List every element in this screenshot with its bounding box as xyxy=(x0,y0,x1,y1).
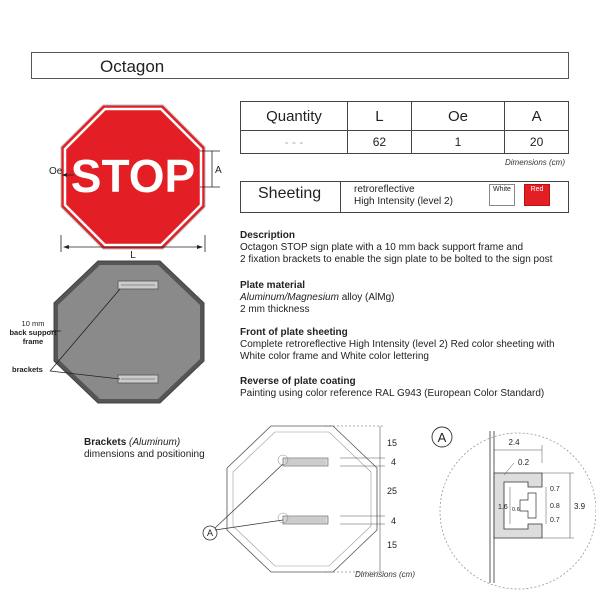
brackets-diagram: 15 4 25 4 15 A xyxy=(202,425,397,573)
material-title: Plate material xyxy=(240,280,306,291)
dim-2-4: 2.4 xyxy=(508,438,520,447)
frame-label-3: frame xyxy=(23,337,43,346)
material-italic: Aluminum/Magnesium xyxy=(240,292,339,303)
back-view-diagram: 10 mm back support frame brackets xyxy=(9,260,205,404)
qty-header-oe: Oe xyxy=(410,101,506,131)
brackets-title: Brackets (Aluminum) xyxy=(84,437,180,448)
material-rest: alloy (AlMg) xyxy=(338,292,395,303)
qty-header-a: A xyxy=(504,101,569,131)
swatch-red: Red xyxy=(524,184,550,206)
detail-callout-circle xyxy=(431,426,453,448)
frame-label-1: 10 mm xyxy=(22,319,45,328)
l-label: L xyxy=(130,250,136,261)
callout-a-circle xyxy=(202,525,218,541)
dim-3-9: 3.9 xyxy=(574,502,586,511)
reverse-line1: Painting using color reference RAL G943 … xyxy=(240,388,545,399)
brackets-line2: dimensions and positioning xyxy=(84,449,205,460)
dimensions-note: Dimensions (cm) xyxy=(505,158,566,167)
sheeting-label: Sheeting xyxy=(258,185,322,202)
qty-value-oe: 1 xyxy=(410,130,506,154)
dim-15-top: 15 xyxy=(387,438,397,448)
qty-header-l: L xyxy=(347,101,412,131)
stop-sign-shape xyxy=(61,105,205,249)
brackets-title-bold: Brackets xyxy=(84,437,127,448)
dim-0-2: 0.2 xyxy=(518,458,530,467)
detail-a-diagram: A 2.4 0.2 3.9 0.7 0.8 0.7 1.6 0.6 xyxy=(431,426,596,590)
a-label: A xyxy=(215,165,222,176)
brackets-dimensions-note: Dimensions (cm) xyxy=(355,570,416,579)
frame-label-2: back support xyxy=(9,328,57,337)
front-title: Front of plate sheeting xyxy=(240,327,348,338)
dim-25: 25 xyxy=(387,486,397,496)
sheeting-line2: High Intensity (level 2) xyxy=(354,196,453,207)
swatch-white: White xyxy=(489,184,515,206)
sheeting-description: retroreflective High Intensity (level 2) xyxy=(354,184,453,208)
material-line1: Aluminum/Magnesium alloy (AlMg) xyxy=(240,292,395,304)
stop-text: STOP xyxy=(71,150,195,202)
callout-a-text: A xyxy=(207,528,213,538)
qty-value-l: 62 xyxy=(347,130,412,154)
page-title: Octagon xyxy=(100,57,165,76)
sheeting-box xyxy=(240,181,569,213)
quantity-table: Quantity L Oe A - - - 62 1 20 xyxy=(240,101,569,154)
stop-sign-diagram: STOP Oe A L xyxy=(49,104,222,261)
qty-value-quantity: - - - xyxy=(240,130,348,154)
front-line2: White color frame and White color letter… xyxy=(240,351,429,362)
description-line1: Octagon STOP sign plate with a 10 mm bac… xyxy=(240,242,524,253)
material-line2: 2 mm thickness xyxy=(240,304,310,315)
qty-value-a: 20 xyxy=(504,130,569,154)
title-box xyxy=(31,52,569,79)
dim-4-top: 4 xyxy=(391,457,396,467)
dim-0-6: 0.6 xyxy=(512,507,520,513)
qty-header-quantity: Quantity xyxy=(240,101,348,131)
reverse-title: Reverse of plate coating xyxy=(240,376,356,387)
dim-0-8: 0.8 xyxy=(550,503,560,510)
description-line2: 2 fixation brackets to enable the sign p… xyxy=(240,254,553,265)
dim-0-7-bottom: 0.7 xyxy=(550,517,560,524)
oe-label: Oe xyxy=(49,166,63,177)
description-title: Description xyxy=(240,230,296,241)
sheeting-line1: retroreflective xyxy=(354,184,415,195)
dim-1-6: 1.6 xyxy=(498,504,508,511)
front-line1: Complete retroreflective High Intensity … xyxy=(240,339,555,350)
sheeting-divider xyxy=(340,181,341,213)
dim-4-bottom: 4 xyxy=(391,516,396,526)
detail-callout-text: A xyxy=(438,430,447,445)
brackets-title-italic: (Aluminum) xyxy=(129,437,181,448)
dim-0-7-top: 0.7 xyxy=(550,486,560,493)
dim-15-bottom: 15 xyxy=(387,540,397,550)
brackets-label: brackets xyxy=(12,365,43,374)
